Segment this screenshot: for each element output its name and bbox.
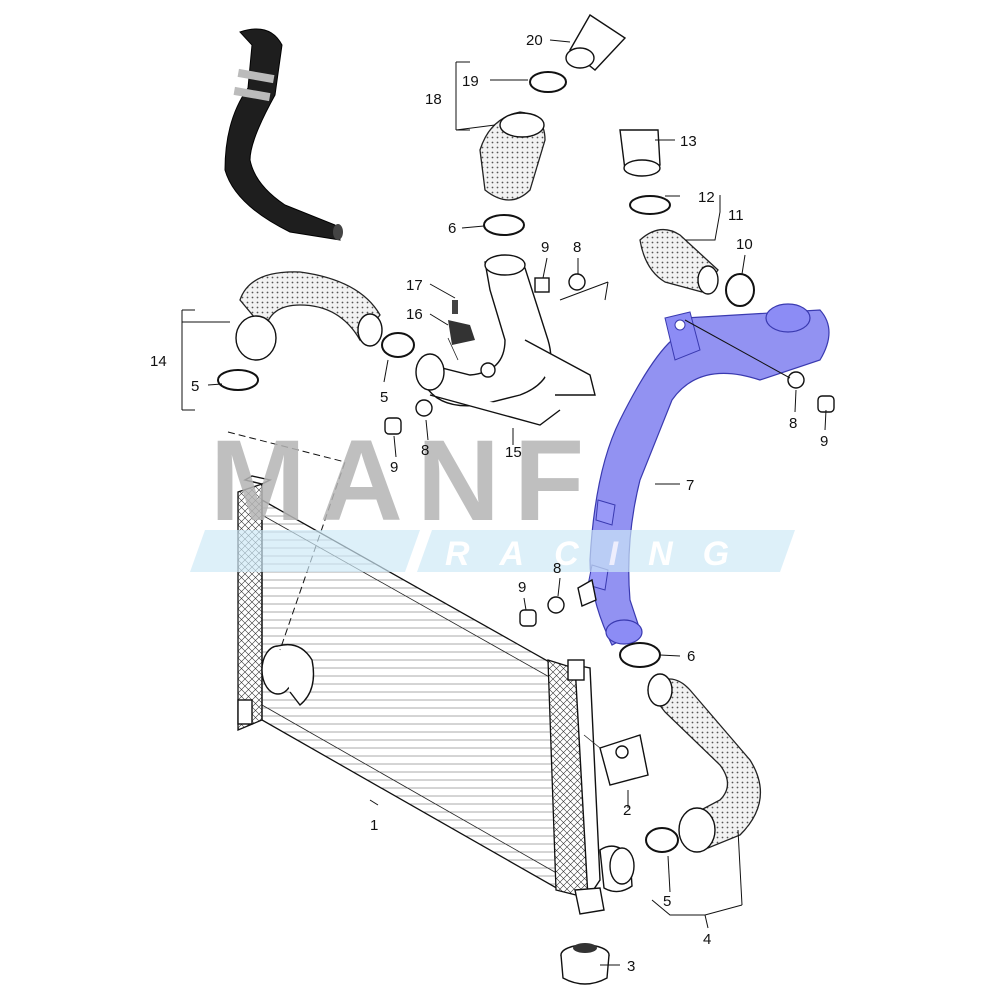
watermark-subtitle: RACING <box>445 535 759 573</box>
callout-8-left: 8 <box>421 442 429 459</box>
callout-5-mid: 5 <box>380 389 388 406</box>
hose-left-part <box>235 271 383 361</box>
throttle-pipe-part <box>415 254 596 426</box>
callout-labels: 1 2 3 4 5 5 5 6 6 6 7 8 8 8 8 9 9 9 9 10… <box>150 32 828 975</box>
callout-18: 18 <box>425 91 442 108</box>
charge-pipe-highlighted <box>577 303 830 646</box>
watermark-brand: MANF <box>210 417 598 545</box>
callout-3: 3 <box>627 958 635 975</box>
callout-17: 17 <box>406 277 423 294</box>
intercooler-part <box>237 475 635 915</box>
hose-right-part <box>639 228 719 295</box>
callout-8-mid: 8 <box>553 560 561 577</box>
callout-15: 15 <box>505 444 522 461</box>
pipe-stub-20 <box>565 14 627 71</box>
callout-9-mid: 9 <box>518 579 526 596</box>
callout-20: 20 <box>526 32 543 49</box>
callout-16: 16 <box>406 306 423 323</box>
callout-10: 10 <box>736 236 753 253</box>
hose-top-part <box>479 111 546 201</box>
callout-8-right: 8 <box>789 415 797 432</box>
callout-1: 1 <box>370 817 378 834</box>
callout-13: 13 <box>680 133 697 150</box>
pipe-stub-13 <box>619 129 661 177</box>
hose-lower-part <box>647 673 762 853</box>
callout-9-top: 9 <box>541 239 549 256</box>
clamp-parts <box>217 71 755 853</box>
callout-14: 14 <box>150 353 167 370</box>
fastener-parts <box>384 273 835 627</box>
callout-4: 4 <box>703 931 711 948</box>
callout-11: 11 <box>728 207 744 224</box>
callout-9-right: 9 <box>820 433 828 450</box>
callout-9-left: 9 <box>390 459 398 476</box>
callout-7: 7 <box>686 477 694 494</box>
callout-8-top: 8 <box>573 239 581 256</box>
callout-2: 2 <box>623 802 631 819</box>
black-hose-part <box>224 28 343 241</box>
callout-5-left: 5 <box>191 378 199 395</box>
leader-lines <box>181 39 827 966</box>
callout-19: 19 <box>462 73 479 90</box>
bracket-part <box>583 734 649 786</box>
watermark: MANF RACING <box>190 417 795 573</box>
callout-6-right: 6 <box>687 648 695 665</box>
grommet-part <box>560 943 610 985</box>
callout-12: 12 <box>698 189 715 206</box>
callout-6-top: 6 <box>448 220 456 237</box>
callout-5-lower: 5 <box>663 893 671 910</box>
